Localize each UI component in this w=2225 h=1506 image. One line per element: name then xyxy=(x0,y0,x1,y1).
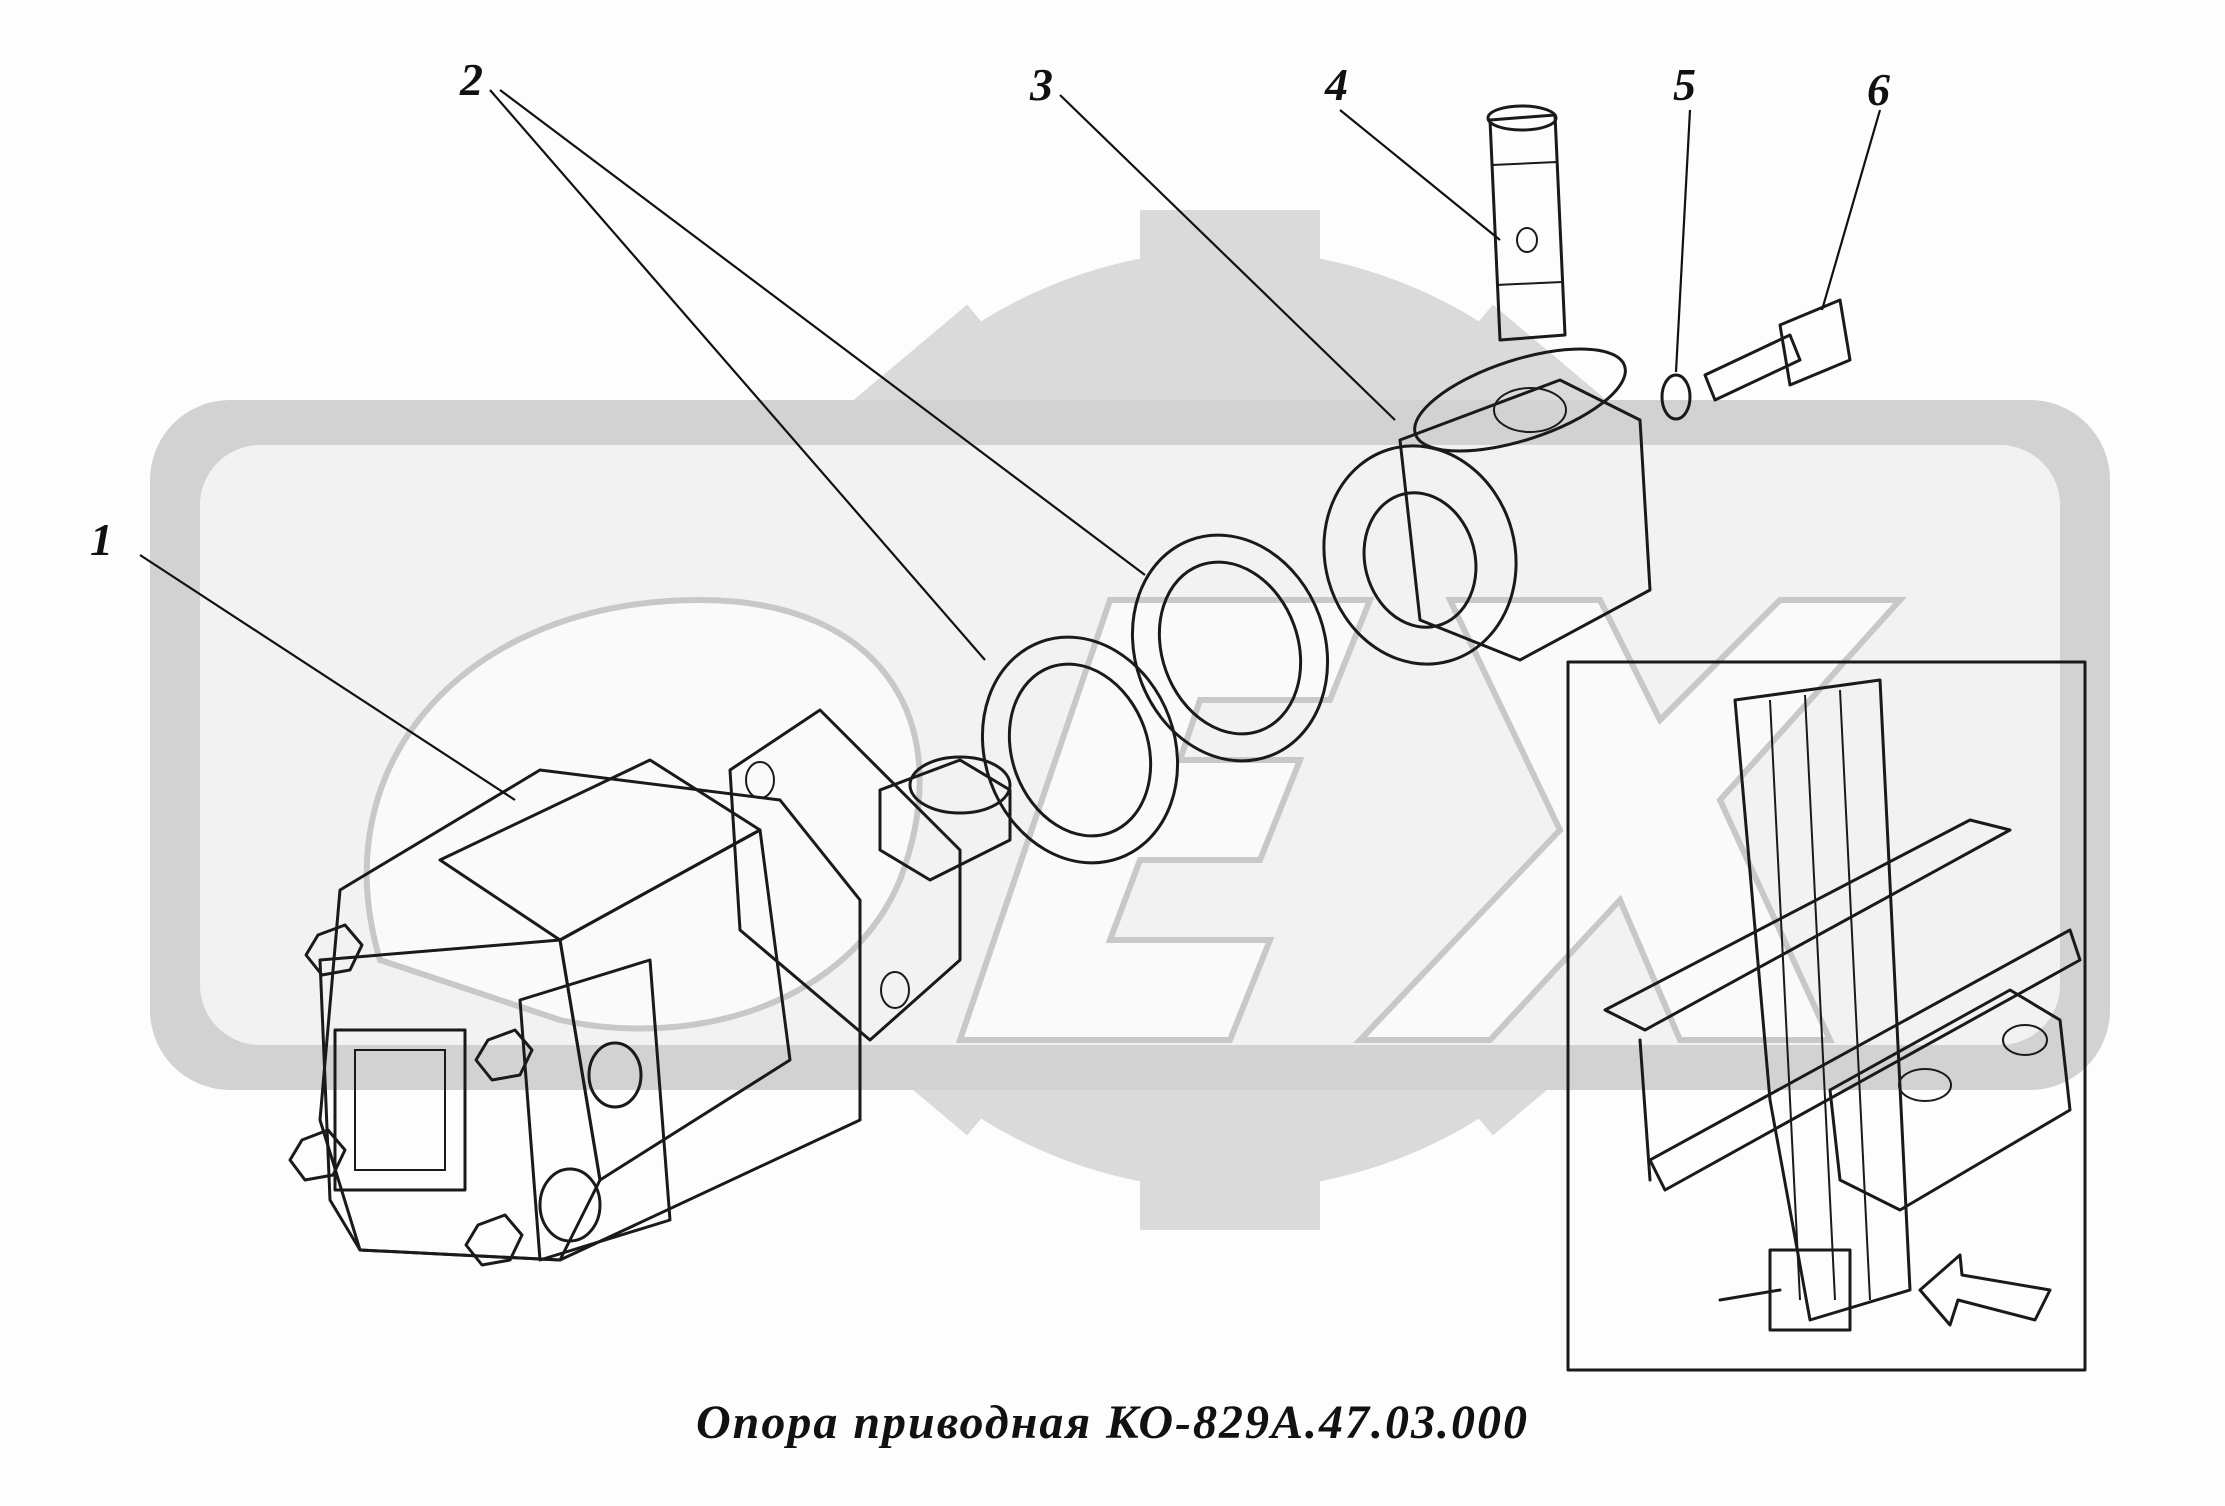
leader-3 xyxy=(1059,94,1396,421)
part-6-bolt xyxy=(1703,298,1852,402)
diagram-caption: Опора приводная КО-829А.47.03.000 xyxy=(695,1396,1530,1449)
leader-1 xyxy=(139,554,516,801)
part-1-housing xyxy=(288,708,1012,1267)
part-5-retaining-ring xyxy=(1660,373,1692,421)
inset-vertical-conveyor xyxy=(1733,678,1912,1322)
leader-5 xyxy=(1674,109,1692,373)
callout-4: 4 xyxy=(1324,59,1348,110)
leader-6 xyxy=(1820,109,1882,311)
part-3-sleeve xyxy=(1322,347,1652,666)
callout-2: 2 xyxy=(459,54,483,105)
inset-tank xyxy=(1828,988,2072,1212)
callout-6: 6 xyxy=(1867,64,1890,115)
leader-4 xyxy=(1339,109,1501,241)
leader-lines xyxy=(139,89,1882,801)
seal-ring-a xyxy=(980,635,1180,865)
inset-drive-bracket xyxy=(1718,1248,1852,1332)
leader-2a xyxy=(489,89,986,661)
watermark-logo xyxy=(150,210,2110,1230)
watermark-letters xyxy=(363,596,1907,1043)
part-4-pin xyxy=(1486,104,1567,342)
inset-location-view xyxy=(1566,660,2087,1372)
part-2-seal-rings xyxy=(980,533,1330,865)
leader-2b xyxy=(499,89,1146,576)
callout-3: 3 xyxy=(1029,59,1053,110)
inset-frame-beams xyxy=(1603,818,2082,1192)
callout-5: 5 xyxy=(1673,59,1696,110)
callout-labels: 1 2 3 4 5 6 xyxy=(90,54,1890,565)
callout-1: 1 xyxy=(90,514,113,565)
inset-arrow-pointer xyxy=(1918,1253,2052,1327)
seal-ring-b xyxy=(1130,533,1330,763)
